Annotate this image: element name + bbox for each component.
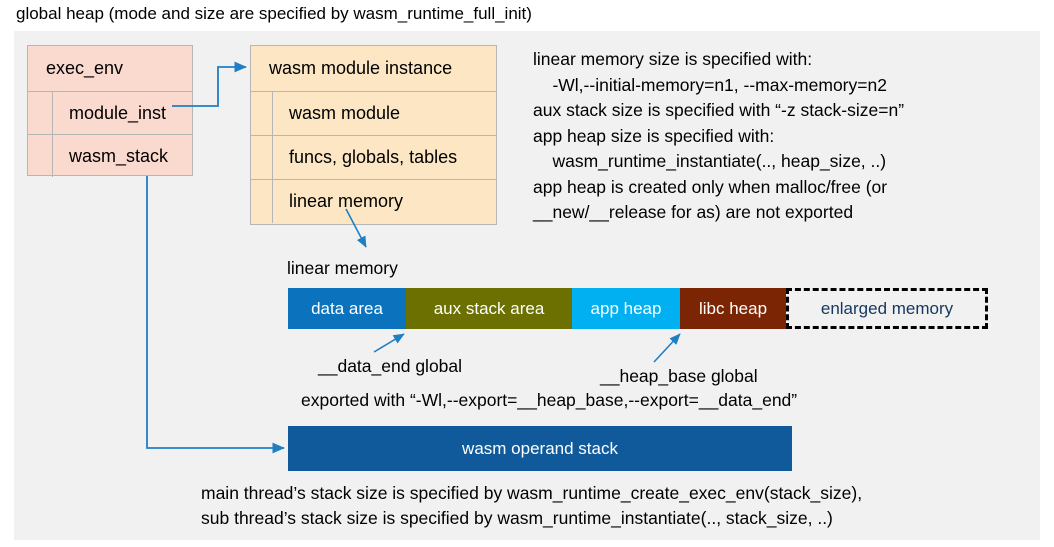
exec-env-box[interactable]: exec_env module_inst wasm_stack <box>27 45 193 177</box>
module-instance-field-label: funcs, globals, tables <box>289 147 458 167</box>
memory-segment-aux-stack-area[interactable]: aux stack area <box>406 288 572 329</box>
exec-env-field-label: wasm_stack <box>69 145 169 166</box>
stack-size-note: main thread’s stack size is specified by… <box>201 483 863 528</box>
exec-env-gutter <box>28 92 53 134</box>
module-instance-gutter <box>251 92 273 135</box>
page-title: global heap (mode and size are specified… <box>16 4 532 23</box>
linear-memory-caption: linear memory <box>287 258 398 278</box>
module-instance-field-funcs-globals-tables[interactable]: funcs, globals, tables <box>251 135 496 179</box>
memory-segment-app-heap[interactable]: app heap <box>572 288 680 329</box>
module-instance-gutter <box>251 180 273 223</box>
wasm-operand-stack-box[interactable]: wasm operand stack <box>288 426 792 471</box>
annotation-data-end: __data_end global <box>318 356 463 376</box>
exec-env-field-wasm-stack[interactable]: wasm_stack <box>28 134 192 177</box>
module-instance-field-wasm-module[interactable]: wasm module <box>251 91 496 135</box>
module-instance-header: wasm module instance <box>269 58 453 78</box>
annotation-exported: exported with “-Wl,--export=__heap_base,… <box>301 390 798 410</box>
linear-memory-bar: data area aux stack area app heap libc h… <box>288 288 988 329</box>
memory-segment-enlarged-memory[interactable]: enlarged memory <box>786 288 988 329</box>
memory-segment-data-area[interactable]: data area <box>288 288 406 329</box>
exec-env-field-label: module_inst <box>69 102 167 123</box>
linear-memory-note: linear memory size is specified with: -W… <box>533 49 905 222</box>
wasm-module-instance-box[interactable]: wasm module instance wasm module funcs, … <box>250 45 497 225</box>
exec-env-gutter <box>28 135 53 177</box>
annotation-heap-base: __heap_base global <box>600 366 758 386</box>
exec-env-field-module-inst[interactable]: module_inst <box>28 91 192 134</box>
module-instance-field-label: wasm module <box>289 103 401 123</box>
module-instance-field-linear-memory[interactable]: linear memory <box>251 179 496 223</box>
module-instance-field-label: linear memory <box>289 191 404 211</box>
module-instance-gutter <box>251 136 273 179</box>
memory-segment-libc-heap[interactable]: libc heap <box>680 288 786 329</box>
exec-env-header: exec_env <box>46 58 124 78</box>
